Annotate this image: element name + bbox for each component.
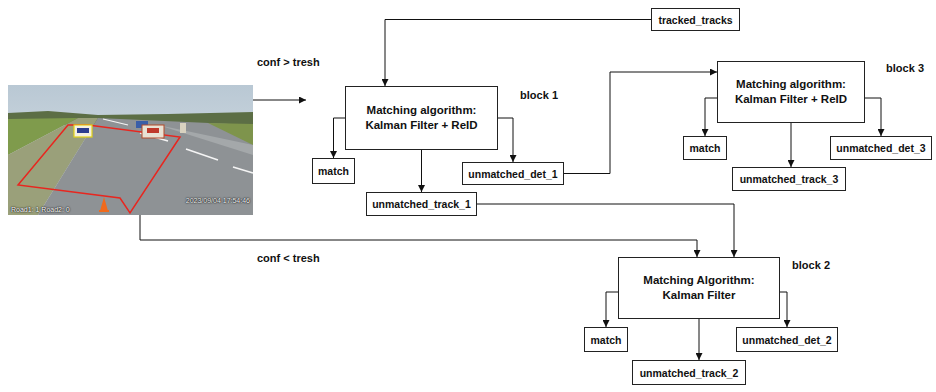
algorithm-label: Matching algorithm: Kalman Filter + ReID [352,103,491,133]
box-label: match [318,165,349,177]
algorithm-box: Matching Algorithm: Kalman Filter [618,257,780,319]
block-region: block 1 Matching algorithm: Kalman Filter… [306,80,568,228]
result-box: match [312,158,355,184]
result-box: match [584,327,628,352]
edge-label-holder: conf > tresh [255,52,322,70]
box-label: tracked_tracks [658,14,732,26]
edge-label-holder: conf < tresh [255,248,322,266]
result-box: unmatched_det_2 [736,327,838,352]
overlay-text: 2023/09/04 17:54:46 [186,197,250,205]
block-title: block 1 [520,89,558,101]
result-box: unmatched_track_1 [366,192,477,216]
box-label: unmatched_track_2 [640,367,739,379]
algorithm-box: Matching algorithm: Kalman Filter + ReID [717,61,865,123]
result-box: match [683,136,727,160]
box-label: match [591,334,622,346]
block-region: block 2 Matching Algorithm: Kalman Filter… [577,250,840,392]
result-box: unmatched_track_3 [732,167,846,191]
box-label: unmatched_det_3 [836,142,925,154]
connector [385,20,651,87]
block-title: block 3 [886,62,924,74]
algorithm-label: Matching Algorithm: Kalman Filter [625,273,773,303]
box-label: unmatched_det_2 [742,334,831,346]
box-label: unmatched_track_3 [740,173,839,185]
algorithm-label: Matching algorithm: Kalman Filter + ReID [724,77,858,107]
camera-frame: Road1: 1 Road2: 0 2023/09/04 17:54:46 [8,85,253,215]
result-box: tracked_tracks [651,8,740,31]
result-box: unmatched_det_3 [830,136,932,160]
block-region: block 3 Matching algorithm: Kalman Filter… [677,53,934,201]
edge-label: conf > tresh [255,56,322,68]
connector [253,100,306,101]
result-box: unmatched_det_1 [462,162,564,185]
algorithm-box: Matching algorithm: Kalman Filter + ReID [345,86,498,150]
box-label: match [690,142,721,154]
edge-label: conf < tresh [255,252,322,264]
box-label: unmatched_track_1 [372,198,471,210]
overlay-text: Road1: 1 Road2: 0 [11,206,70,214]
box-label: unmatched_det_1 [468,168,557,180]
block-title: block 2 [792,259,830,271]
result-box: unmatched_track_2 [632,360,746,385]
